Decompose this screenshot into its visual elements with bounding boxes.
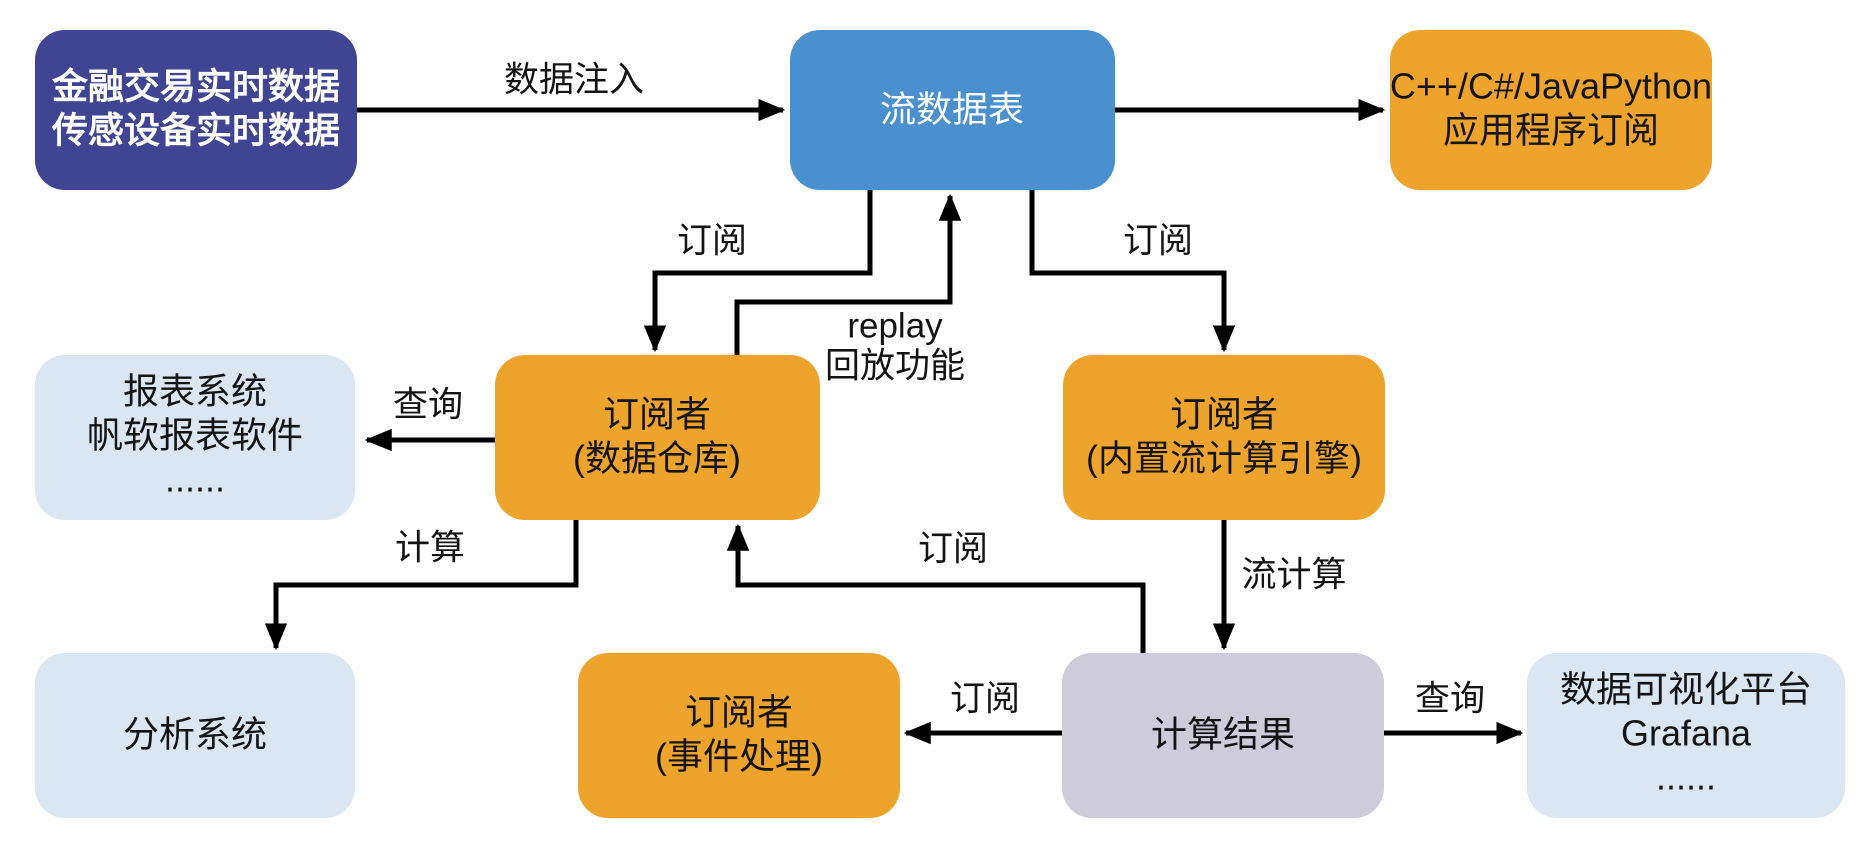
warehouse-node-group: 订阅者 (数据仓库)	[495, 355, 820, 520]
report-system-node-label-line1: 报表系统	[123, 371, 267, 412]
visualization-node-label-line2: Grafana	[1621, 713, 1752, 754]
edge-compute-label: 计算	[395, 528, 465, 567]
analysis-system-node-group: 分析系统	[35, 653, 355, 818]
edge-replay-arrow	[734, 193, 962, 355]
report-system-node	[35, 355, 355, 520]
event-processing-node-label-line2: (事件处理)	[655, 736, 823, 777]
compute-result-node-label: 计算结果	[1151, 714, 1295, 755]
edge-subscribe-to-warehouse-arrow	[643, 190, 873, 353]
event-processing-node-group: 订阅者 (事件处理)	[578, 653, 900, 818]
compute-result-node-group: 计算结果	[1062, 653, 1384, 818]
visualization-node	[1527, 653, 1845, 818]
stream-engine-node-label-line2: (内置流计算引擎)	[1086, 438, 1362, 479]
edge-subscribe-to-engine-arrow	[1029, 190, 1236, 353]
warehouse-node-label-line1: 订阅者	[603, 394, 711, 435]
analysis-system-node-label: 分析系统	[123, 714, 267, 755]
source-node-label-line1: 金融交易实时数据	[51, 66, 340, 107]
visualization-node-label-line1: 数据可视化平台	[1560, 669, 1812, 710]
api-apps-node	[1390, 30, 1712, 190]
api-apps-node-label-line1: C++/C#/JavaPython	[1390, 66, 1712, 107]
stream-engine-node-label-line1: 订阅者	[1170, 394, 1278, 435]
event-processing-node-label-line1: 订阅者	[685, 692, 793, 733]
report-system-node-group: 报表系统 帆软报表软件 ......	[35, 355, 355, 520]
edge-query-report-label: 查询	[393, 385, 463, 424]
edge-result-subscribe-warehouse-arrow	[726, 523, 1146, 653]
edge-replay-label-line2: 回放功能	[825, 346, 965, 385]
stream-engine-node	[1063, 355, 1385, 520]
visualization-node-label-line3: ......	[1656, 757, 1716, 798]
source-node-group: 金融交易实时数据 传感设备实时数据	[35, 30, 357, 190]
stream-table-node-label: 流数据表	[880, 89, 1024, 130]
event-processing-node	[578, 653, 900, 818]
warehouse-node-label-line2: (数据仓库)	[573, 438, 741, 479]
edge-subscribe-to-engine-label: 订阅	[1123, 221, 1193, 260]
edge-subscribe-to-warehouse-label: 订阅	[677, 221, 747, 260]
source-node-label-line2: 传感设备实时数据	[51, 110, 340, 151]
stream-table-node	[790, 30, 1115, 190]
report-system-node-label-line2: 帆软报表软件	[87, 415, 303, 456]
edge-compute-arrow	[264, 520, 579, 651]
edge-data-ingest-label: 数据注入	[504, 60, 644, 99]
edge-query-visualization-label: 查询	[1415, 679, 1485, 718]
edge-result-subscribe-warehouse-label: 订阅	[918, 529, 988, 568]
source-node	[35, 30, 357, 190]
warehouse-node	[495, 355, 820, 520]
edge-stream-compute-label: 流计算	[1241, 555, 1346, 594]
report-system-node-label-line3: ......	[165, 459, 225, 500]
compute-result-node	[1062, 653, 1384, 818]
visualization-node-group: 数据可视化平台 Grafana ......	[1527, 653, 1845, 818]
edge-result-subscribe-event-label: 订阅	[950, 679, 1020, 718]
analysis-system-node	[35, 653, 355, 818]
stream-engine-node-group: 订阅者 (内置流计算引擎)	[1063, 355, 1385, 520]
api-apps-node-group: C++/C#/JavaPython 应用程序订阅	[1390, 30, 1712, 190]
api-apps-node-label-line2: 应用程序订阅	[1443, 110, 1659, 151]
edge-replay-label-line1: replay	[847, 306, 943, 345]
stream-table-node-group: 流数据表	[790, 30, 1115, 190]
